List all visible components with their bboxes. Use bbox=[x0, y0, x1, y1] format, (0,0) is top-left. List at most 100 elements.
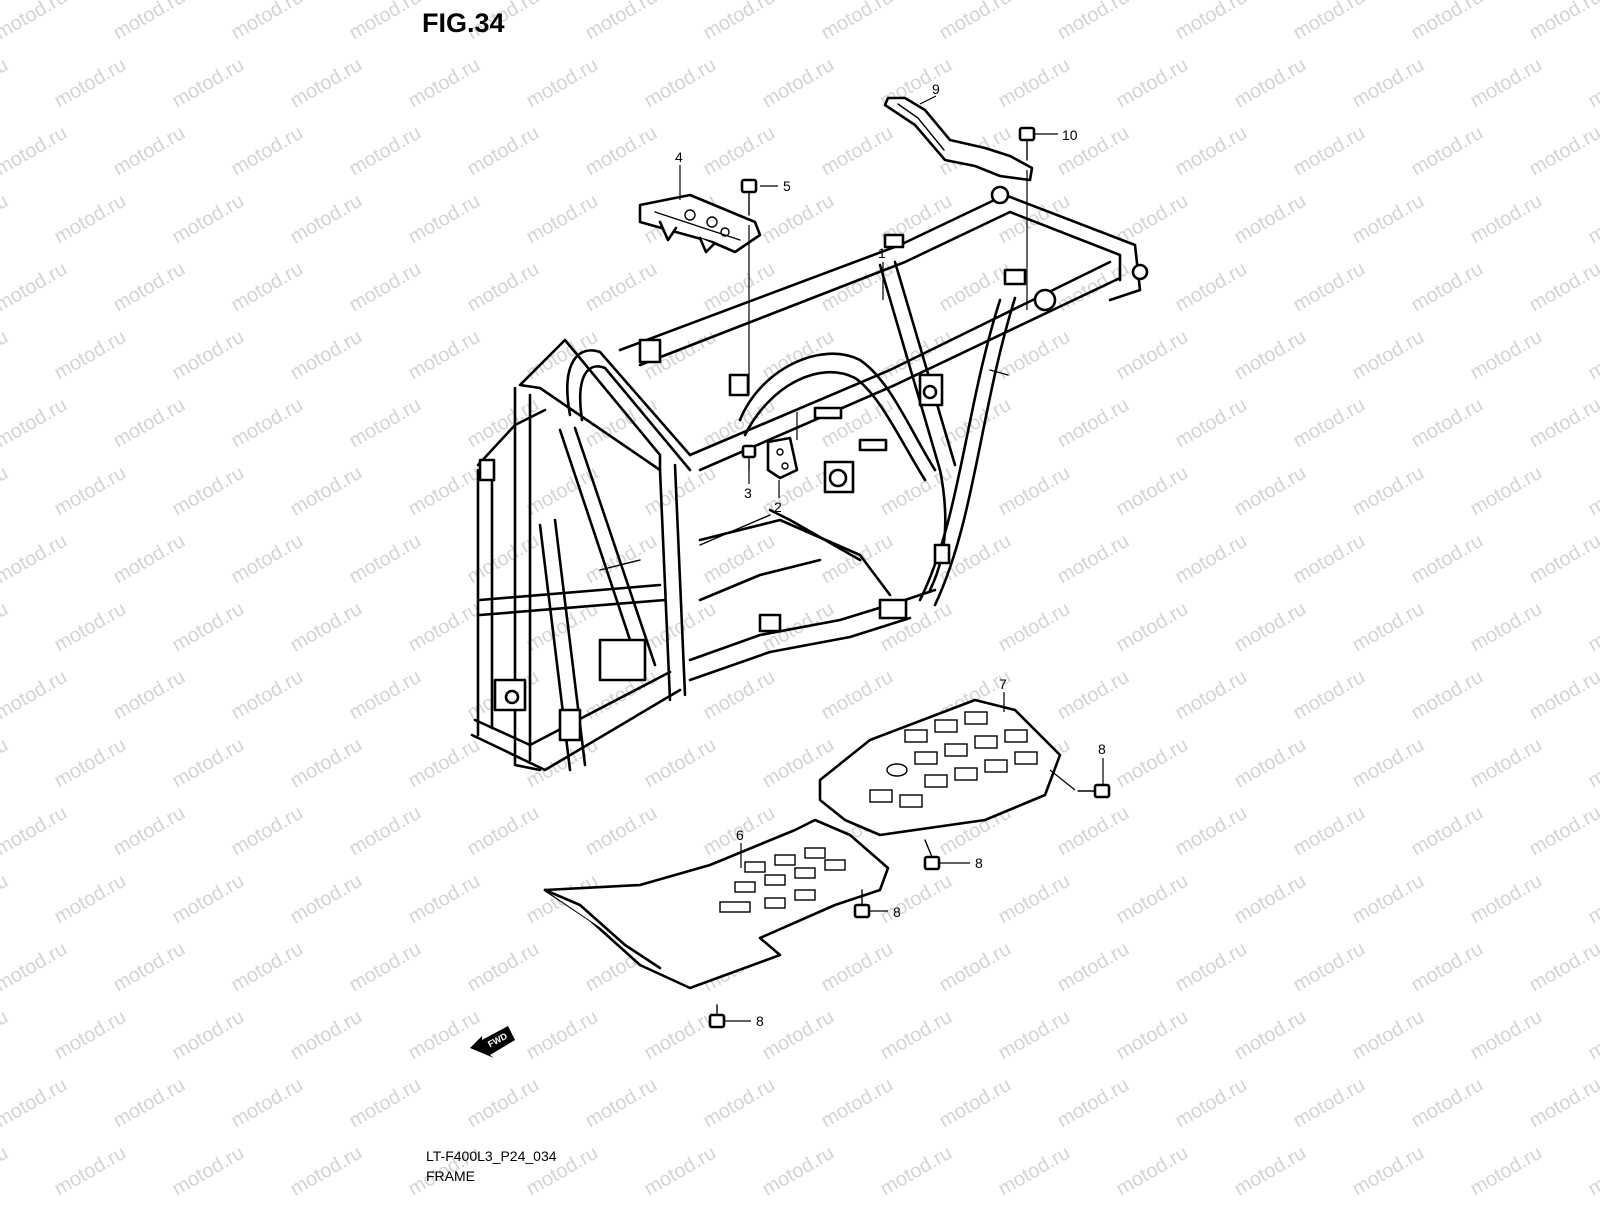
callout-4: 4 bbox=[675, 149, 683, 200]
watermark-text: motod.ru bbox=[1290, 938, 1369, 997]
watermark-text: motod.ru bbox=[1467, 462, 1546, 521]
watermark-text: motod.ru bbox=[877, 870, 956, 929]
watermark-text: motod.ru bbox=[1467, 734, 1546, 793]
watermark-text: motod.ru bbox=[1290, 530, 1369, 589]
forward-direction-icon: FWD bbox=[470, 1026, 515, 1058]
watermark-text: motod.ru bbox=[1526, 394, 1600, 453]
watermark-text: motod.ru bbox=[169, 870, 248, 929]
watermark-text: motod.ru bbox=[169, 54, 248, 113]
watermark-text: motod.ru bbox=[936, 258, 1015, 317]
svg-text:2: 2 bbox=[774, 499, 782, 515]
watermark-text: motod.ru bbox=[1231, 1006, 1310, 1065]
watermark-text: motod.ru bbox=[1467, 870, 1546, 929]
watermark-text: motod.ru bbox=[0, 938, 71, 997]
watermark-text: motod.ru bbox=[287, 326, 366, 385]
watermark-text: motod.ru bbox=[1113, 734, 1192, 793]
watermark-text: motod.ru bbox=[0, 666, 71, 725]
watermark-text: motod.ru bbox=[287, 598, 366, 657]
watermark-text: motod.ru bbox=[228, 394, 307, 453]
watermark-text: motod.ru bbox=[877, 1006, 956, 1065]
watermark-text: motod.ru bbox=[1585, 1142, 1600, 1200]
watermark-text: motod.ru bbox=[759, 190, 838, 249]
watermark-text: motod.ru bbox=[0, 1074, 71, 1133]
watermark-text: motod.ru bbox=[1526, 0, 1600, 44]
watermark-text: motod.ru bbox=[641, 54, 720, 113]
watermark-text: motod.ru bbox=[1408, 530, 1487, 589]
watermark-text: motod.ru bbox=[228, 0, 307, 44]
watermark-text: motod.ru bbox=[1231, 190, 1310, 249]
watermark-text: motod.ru bbox=[1231, 1142, 1310, 1200]
watermark-text: motod.ru bbox=[1290, 802, 1369, 861]
callout-8-d: 8 bbox=[725, 1013, 764, 1029]
watermark-text: motod.ru bbox=[1585, 190, 1600, 249]
watermark-text: motod.ru bbox=[346, 394, 425, 453]
watermark-text: motod.ru bbox=[110, 530, 189, 589]
watermark-text: motod.ru bbox=[1349, 462, 1428, 521]
watermark-text: motod.ru bbox=[0, 530, 71, 589]
svg-text:8: 8 bbox=[1098, 741, 1106, 757]
watermark-text: motod.ru bbox=[1408, 394, 1487, 453]
watermark-text: motod.ru bbox=[110, 1074, 189, 1133]
watermark-text: motod.ru bbox=[405, 326, 484, 385]
watermark-text: motod.ru bbox=[641, 1142, 720, 1200]
watermark-text: motod.ru bbox=[582, 0, 661, 44]
watermark-text: motod.ru bbox=[995, 870, 1074, 929]
watermark-text: motod.ru bbox=[1585, 54, 1600, 113]
watermark-text: motod.ru bbox=[110, 938, 189, 997]
watermark-text: motod.ru bbox=[1172, 530, 1251, 589]
watermark-text: motod.ru bbox=[0, 598, 12, 657]
watermark-text: motod.ru bbox=[110, 666, 189, 725]
watermark-text: motod.ru bbox=[1349, 326, 1428, 385]
watermark-text: motod.ru bbox=[169, 462, 248, 521]
svg-text:9: 9 bbox=[932, 81, 940, 97]
watermark-text: motod.ru bbox=[641, 1006, 720, 1065]
watermark-text: motod.ru bbox=[0, 1006, 12, 1065]
watermark-text: motod.ru bbox=[1526, 666, 1600, 725]
watermark-text: motod.ru bbox=[287, 462, 366, 521]
watermark-text: motod.ru bbox=[0, 258, 71, 317]
watermark-text: motod.ru bbox=[0, 122, 71, 181]
watermark-text: motod.ru bbox=[0, 394, 71, 453]
watermark-text: motod.ru bbox=[1172, 0, 1251, 44]
watermark-text: motod.ru bbox=[110, 394, 189, 453]
callout-8-a: 8 bbox=[1098, 741, 1106, 785]
watermark-text: motod.ru bbox=[464, 122, 543, 181]
watermark-text: motod.ru bbox=[818, 666, 897, 725]
watermark-text: motod.ru bbox=[0, 870, 12, 929]
watermark-text: motod.ru bbox=[1467, 1006, 1546, 1065]
watermark-text: motod.ru bbox=[1054, 938, 1133, 997]
watermark-text: motod.ru bbox=[818, 122, 897, 181]
watermark-text: motod.ru bbox=[346, 530, 425, 589]
svg-text:5: 5 bbox=[783, 178, 791, 194]
watermark-text: motod.ru bbox=[1526, 258, 1600, 317]
watermark-text: motod.ru bbox=[405, 462, 484, 521]
watermark-text: motod.ru bbox=[0, 734, 12, 793]
watermark-text: motod.ru bbox=[405, 1006, 484, 1065]
watermark-text: motod.ru bbox=[464, 1074, 543, 1133]
watermark-text: motod.ru bbox=[1231, 462, 1310, 521]
watermark-text: motod.ru bbox=[759, 54, 838, 113]
watermark-text: motod.ru bbox=[1054, 530, 1133, 589]
watermark-text: motod.ru bbox=[1349, 734, 1428, 793]
watermark-text: motod.ru bbox=[346, 938, 425, 997]
watermark-text: motod.ru bbox=[995, 54, 1074, 113]
watermark-text: motod.ru bbox=[228, 666, 307, 725]
watermark-text: motod.ru bbox=[641, 462, 720, 521]
watermark-text: motod.ru bbox=[818, 258, 897, 317]
watermark-text: motod.ru bbox=[464, 802, 543, 861]
watermark-text: motod.ru bbox=[1408, 258, 1487, 317]
section-name: FRAME bbox=[426, 1168, 475, 1184]
watermark-text: motod.ru bbox=[0, 1142, 12, 1200]
watermark-text: motod.ru bbox=[1526, 530, 1600, 589]
watermark-text: motod.ru bbox=[1113, 54, 1192, 113]
watermark-text: motod.ru bbox=[464, 938, 543, 997]
watermark-text: motod.ru bbox=[1231, 734, 1310, 793]
watermark-text: motod.ru bbox=[169, 190, 248, 249]
svg-text:8: 8 bbox=[975, 855, 983, 871]
watermark-text: motod.ru bbox=[346, 122, 425, 181]
watermark-text: motod.ru bbox=[1290, 0, 1369, 44]
watermark-text: motod.ru bbox=[1054, 394, 1133, 453]
watermark-text: motod.ru bbox=[1585, 870, 1600, 929]
